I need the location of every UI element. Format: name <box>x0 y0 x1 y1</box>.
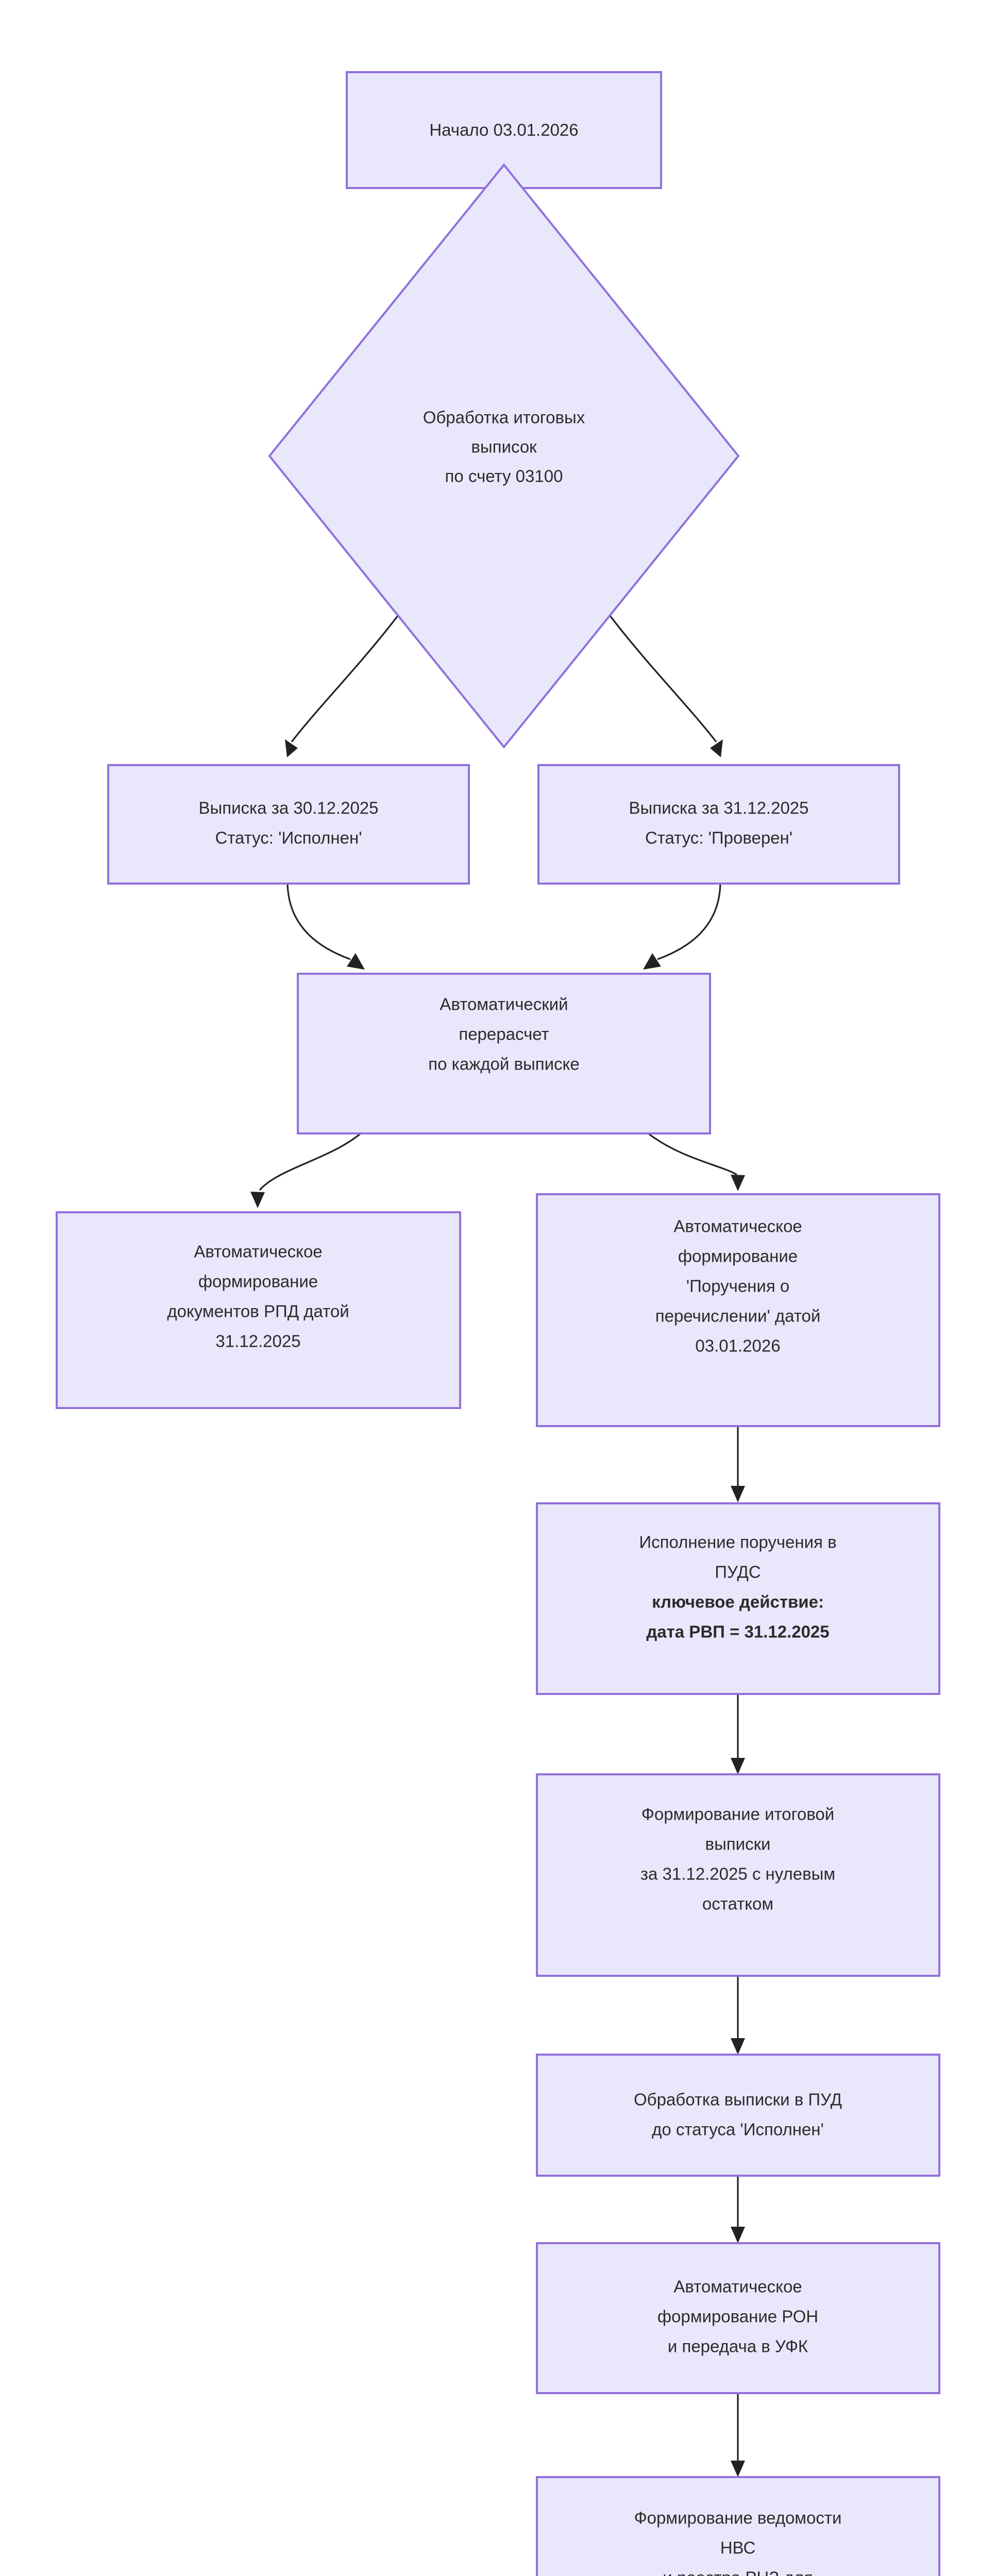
node-ron-line-1: формирование РОН <box>657 2307 818 2326</box>
node-recalc[interactable]: Автоматический перерасчет по каждой выпи… <box>297 973 711 1134</box>
node-puds-line-0: Исполнение поручения в <box>639 1533 836 1552</box>
edge-poruchenie-to-puds <box>731 1426 745 1502</box>
node-final-statement-line-3: остатком <box>702 1894 773 1913</box>
edge-ron-to-nvs <box>731 2393 745 2477</box>
node-nvs-line-0: Формирование ведомости <box>634 2509 842 2528</box>
node-poruchenie-line-2: 'Поручения о <box>686 1277 789 1296</box>
node-statement-31-line-1: Статус: 'Проверен' <box>645 828 792 848</box>
node-final-statement[interactable]: Формирование итоговой выписки за 31.12.2… <box>536 1773 940 1977</box>
edge-layer <box>250 155 745 2477</box>
edge-decision-to-statement31 <box>607 613 723 757</box>
edge-statement30-to-recalc <box>286 883 365 970</box>
node-decision[interactable]: Обработка итоговых выписок по счету 0310… <box>268 163 740 749</box>
node-rpd-line-2: документов РПД датой <box>167 1302 349 1321</box>
edge-puds-to-finalstatement <box>731 1694 745 1774</box>
edge-recalc-to-rpd <box>250 1132 362 1208</box>
node-nvs-line-2: и реестра РНЗ для <box>663 2568 813 2576</box>
edge-recalc-to-poruchenie <box>648 1132 745 1191</box>
node-statement-30-line-0: Выписка за 30.12.2025 <box>198 799 378 818</box>
node-rpd-line-0: Автоматическое <box>194 1242 322 1261</box>
node-pud-processing-line-1: до статуса 'Исполнен' <box>652 2120 824 2139</box>
node-decision-line-1: выписок <box>471 437 537 456</box>
node-rpd[interactable]: Автоматическое формирование документов Р… <box>56 1211 461 1409</box>
node-puds-line-1: ПУДС <box>715 1563 761 1582</box>
node-pud-processing[interactable]: Обработка выписки в ПУД до статуса 'Испо… <box>536 2054 940 2177</box>
node-start-line-0: Начало 03.01.2026 <box>429 121 578 140</box>
node-final-statement-line-0: Формирование итоговой <box>642 1805 834 1824</box>
node-poruchenie-line-0: Автоматическое <box>673 1217 802 1236</box>
node-puds-line-2: ключевое действие: <box>652 1592 824 1612</box>
node-ron[interactable]: Автоматическое формирование РОН и переда… <box>536 2242 940 2394</box>
node-puds-line-3: дата РВП = 31.12.2025 <box>646 1622 829 1641</box>
node-recalc-line-2: по каждой выписке <box>428 1055 579 1074</box>
node-rpd-line-1: формирование <box>198 1272 318 1291</box>
node-nvs[interactable]: Формирование ведомости НВС и реестра РНЗ… <box>536 2476 940 2576</box>
node-poruchenie-line-1: формирование <box>678 1247 798 1266</box>
node-puds[interactable]: Исполнение поручения в ПУДС ключевое дей… <box>536 1502 940 1695</box>
node-decision-line-0: Обработка итоговых <box>423 408 585 427</box>
node-final-statement-line-1: выписки <box>705 1835 771 1854</box>
node-recalc-line-0: Автоматический <box>440 995 568 1014</box>
node-statement-31[interactable]: Выписка за 31.12.2025 Статус: 'Проверен' <box>537 764 900 885</box>
edge-decision-to-statement30 <box>285 613 401 757</box>
node-ron-line-2: и передача в УФК <box>668 2337 808 2356</box>
node-nvs-line-1: НВС <box>720 2538 756 2557</box>
node-poruchenie-line-4: 03.01.2026 <box>695 1336 780 1355</box>
node-statement-30[interactable]: Выписка за 30.12.2025 Статус: 'Исполнен' <box>107 764 470 885</box>
node-statement-30-line-1: Статус: 'Исполнен' <box>215 828 362 848</box>
edge-statement31-to-recalc <box>643 883 721 970</box>
node-start[interactable]: Начало 03.01.2026 <box>346 71 662 189</box>
edge-finalstatement-to-pudprocessing <box>731 1976 745 2055</box>
node-decision-line-2: по счету 03100 <box>445 467 563 486</box>
node-pud-processing-line-0: Обработка выписки в ПУД <box>634 2090 842 2109</box>
node-rpd-line-3: 31.12.2025 <box>215 1332 300 1351</box>
node-recalc-line-1: перерасчет <box>459 1025 549 1044</box>
node-poruchenie[interactable]: Автоматическое формирование 'Поручения о… <box>536 1193 940 1427</box>
edge-pudprocessing-to-ron <box>731 2176 745 2243</box>
node-statement-31-line-0: Выписка за 31.12.2025 <box>629 799 808 818</box>
node-poruchenie-line-3: перечислении' датой <box>655 1307 821 1326</box>
node-final-statement-line-2: за 31.12.2025 с нулевым <box>640 1865 835 1884</box>
node-ron-line-0: Автоматическое <box>673 2277 802 2296</box>
